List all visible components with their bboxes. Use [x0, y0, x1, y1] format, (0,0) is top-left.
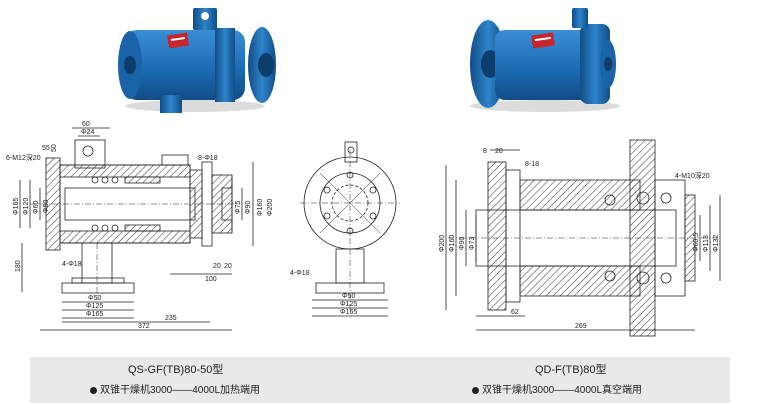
right-dimension-labels: 8 20 8-18 4-M10深20 Φ200 Φ160 Φ90 Φ73 Φ60…	[439, 148, 720, 330]
r-dim-phi132: Φ132	[713, 235, 720, 252]
r-dim-62: 62	[511, 309, 519, 316]
dim-phi60: Φ60	[33, 201, 40, 214]
dim-55: 55	[42, 145, 50, 152]
right-model-title: QD-F(TB)80型	[535, 364, 607, 376]
r-dim-phi160: Φ160	[449, 235, 456, 252]
r-dim-8-18: 8-18	[525, 161, 539, 168]
r-dim-phi200: Φ200	[439, 235, 446, 252]
r-dim-20: 20	[495, 148, 503, 155]
dim-thread: 6-M12深20	[6, 153, 41, 162]
dim-372: 372	[138, 323, 150, 330]
dim-phi120: Φ120	[23, 198, 30, 215]
dim-20b: 20	[224, 263, 232, 270]
caption-band	[30, 357, 730, 403]
r-dim-phi113: Φ113	[703, 235, 710, 252]
dim-phi125-base: Φ125	[86, 303, 103, 310]
dim-phi50-left: Φ50	[43, 200, 50, 213]
dim-8-phi18: 8-Φ18	[198, 155, 218, 162]
dim-60: 60	[82, 121, 90, 128]
product-photo-right	[470, 8, 620, 112]
dim-235: 235	[165, 315, 177, 322]
dim-phi24: Φ24	[81, 129, 94, 136]
dim-phi50-base: Φ50	[88, 295, 101, 302]
dim-50: 50	[51, 144, 58, 152]
dim-4-phi18: 4-Φ18	[62, 261, 82, 268]
left-model-title: QS-GF(TB)80-50型	[128, 364, 224, 376]
bullet-icon	[472, 386, 479, 394]
mid-dim-phi125: Φ125	[340, 301, 357, 308]
r-dim-phi60-5: Φ60.5	[693, 233, 700, 252]
r-dim-8: 8	[483, 148, 487, 155]
mid-dim-phi50: Φ50	[342, 293, 355, 300]
bullet-icon	[90, 386, 97, 394]
dim-phi90: Φ90	[245, 201, 252, 214]
middle-dimension-labels: 4-Φ18 Φ50 Φ125 Φ165	[290, 270, 357, 316]
right-usage-text: 双锥干燥机3000——4000L真空端用	[482, 385, 643, 396]
dim-180: 180	[15, 260, 22, 272]
dim-20a: 20	[213, 263, 221, 270]
left-section-drawing	[19, 127, 254, 331]
r-dim-thread: 4-M10深20	[675, 171, 710, 180]
left-dimension-labels: 60 Φ24 55 50 6-M12深20 Φ165 Φ120 Φ60 Φ50 …	[6, 121, 274, 330]
product-photo-left	[118, 8, 276, 113]
mid-dim-4-phi18: 4-Φ18	[290, 270, 310, 277]
dim-100: 100	[205, 276, 217, 283]
right-usage-line: 双锥干燥机3000——4000L真空端用	[472, 381, 642, 396]
dim-phi200: Φ200	[267, 199, 274, 216]
dim-phi75: Φ75	[235, 201, 242, 214]
left-usage-text: 双锥干燥机3000——4000L加热端用	[100, 385, 261, 396]
dim-phi160: Φ160	[257, 199, 264, 216]
left-usage-line: 双锥干燥机3000——4000L加热端用	[90, 381, 260, 396]
r-dim-phi73: Φ73	[469, 237, 476, 250]
right-section-drawing	[445, 139, 721, 337]
r-dim-269: 269	[575, 323, 587, 330]
mid-dim-phi165: Φ165	[340, 309, 357, 316]
r-dim-phi90: Φ90	[459, 237, 466, 250]
middle-end-view	[300, 141, 400, 317]
dim-phi165: Φ165	[13, 198, 20, 215]
dim-phi165-base: Φ165	[86, 311, 103, 318]
